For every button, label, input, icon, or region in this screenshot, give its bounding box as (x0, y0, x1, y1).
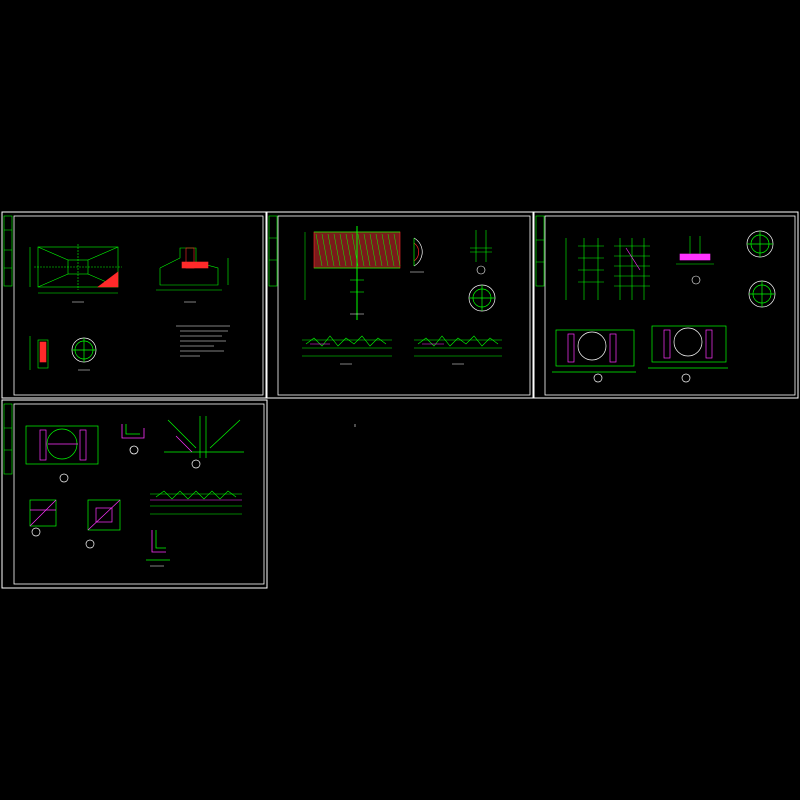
girder-elevation (150, 490, 242, 515)
sheet-1 (1, 211, 267, 399)
sheet-3-border (533, 211, 799, 399)
plate-detail-b (85, 499, 121, 549)
truss-web-member (369, 233, 377, 267)
general-notes (176, 325, 230, 357)
pipe-node-1 (552, 329, 636, 383)
sheet-2-inner-frame (277, 215, 531, 396)
sheet-3-inner-frame (544, 215, 796, 396)
sheet-2-title-strip (268, 215, 278, 287)
pedestal-elevation (29, 336, 49, 370)
node-detail-1 (25, 425, 99, 483)
sheet-1-border (1, 211, 267, 399)
truss-web-member (381, 233, 389, 267)
plate-detail-a (29, 499, 57, 537)
sheet-2 (266, 211, 534, 399)
pipe-node-2 (648, 325, 728, 383)
sheet-4-title-strip (3, 403, 13, 475)
beam-elevation-right (414, 335, 502, 357)
sheet-1-inner-frame (13, 215, 264, 396)
bracket-detail (146, 530, 170, 561)
truss-web-member (387, 233, 395, 267)
sheet-3-title-strip (535, 215, 545, 287)
truss-web-member (327, 233, 335, 267)
truss-web-member (315, 233, 323, 267)
truss-web-member (363, 233, 371, 267)
column-ring-section (71, 337, 97, 363)
sheet-4 (1, 399, 268, 589)
truss-web-member (393, 233, 401, 267)
billboard-truss-elevation (304, 226, 401, 320)
ring-section-a (746, 230, 774, 258)
brace-detail (164, 416, 244, 469)
ring-section (468, 284, 496, 312)
sheet-3 (533, 211, 799, 399)
sheet-4-inner-frame (13, 403, 265, 585)
truss-web-member (345, 233, 353, 267)
plan-view (29, 244, 122, 294)
base-plate-detail (676, 236, 714, 285)
sheet-1-title-strip (3, 215, 13, 287)
truss-web-member (321, 233, 329, 267)
ring-section-b (748, 280, 776, 308)
truss-web-member (375, 233, 383, 267)
foundation-section (156, 247, 229, 291)
mast-elevation-a (565, 238, 604, 300)
arc-detail (413, 237, 423, 267)
sheet-2-border (266, 211, 534, 399)
mast-elevation-b (614, 238, 650, 300)
truss-web-member (339, 233, 347, 267)
beam-elevation-left (302, 335, 392, 357)
column-detail-1 (470, 230, 492, 275)
truss-web-member (357, 233, 365, 267)
sheet-4-border (1, 399, 268, 589)
truss-web-member (333, 233, 341, 267)
angle-detail (121, 424, 145, 455)
